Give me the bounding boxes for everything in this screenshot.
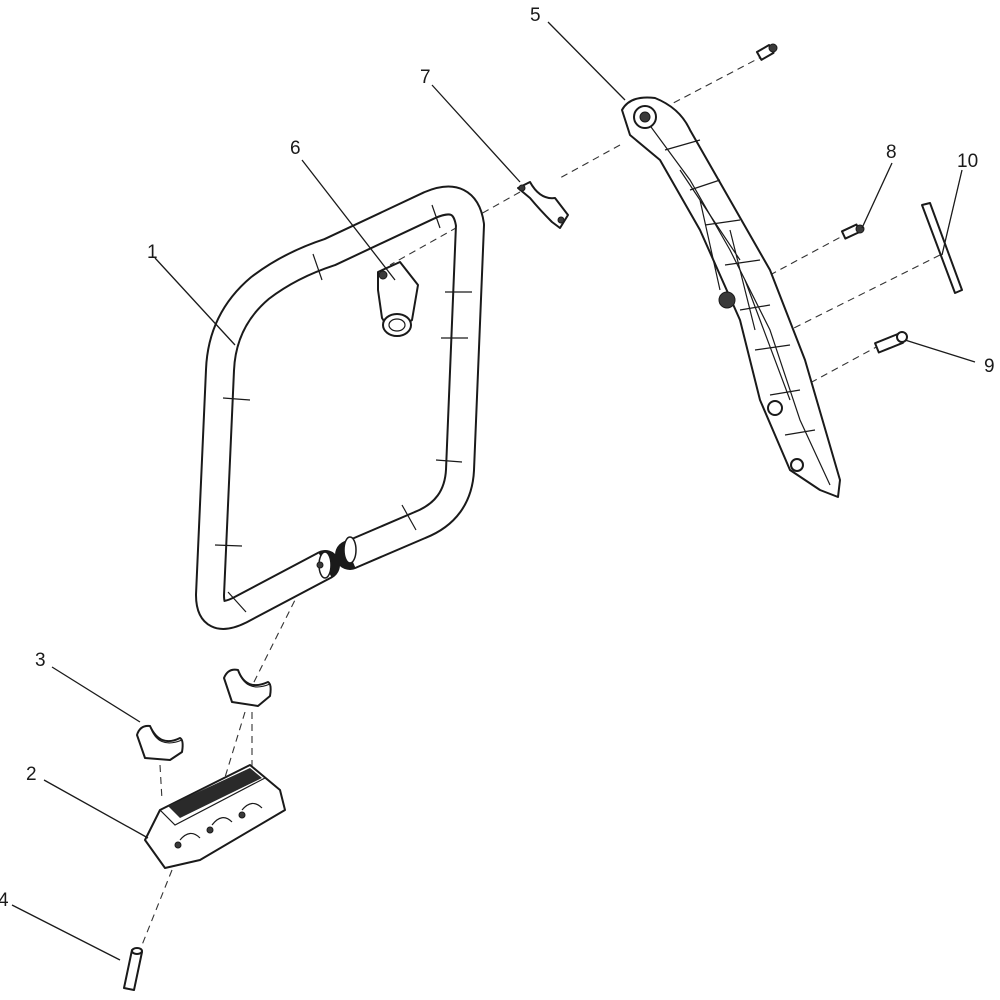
callout-2: 2 — [26, 764, 37, 785]
part-7-bracket — [517, 181, 569, 229]
part-8-screw — [840, 223, 865, 240]
callout-7: 7 — [420, 67, 431, 88]
part-3-saddle-clamp — [136, 724, 184, 761]
callout-9: 9 — [984, 356, 995, 377]
callout-labels: 1 2 3 4 5 6 7 8 10 9 — [0, 5, 995, 911]
part-2-step-plate — [144, 764, 286, 869]
callout-3: 3 — [35, 650, 46, 671]
part-1-tube-frame — [195, 185, 485, 630]
part-screw-top — [755, 43, 778, 61]
callout-8: 8 — [886, 142, 897, 163]
part-5-side-bracket — [621, 96, 841, 498]
part-9-bolt — [874, 331, 908, 354]
callout-10: 10 — [957, 151, 978, 172]
callout-6: 6 — [290, 138, 301, 159]
part-3-saddle-clamp-2 — [223, 668, 272, 707]
callout-5: 5 — [530, 5, 541, 26]
callout-1: 1 — [147, 242, 158, 263]
callout-leaders — [11, 21, 976, 961]
callout-4: 4 — [0, 890, 9, 911]
part-4-pin — [123, 947, 143, 991]
part-10-label-strip — [921, 202, 963, 294]
part-6-clamp — [377, 261, 419, 337]
